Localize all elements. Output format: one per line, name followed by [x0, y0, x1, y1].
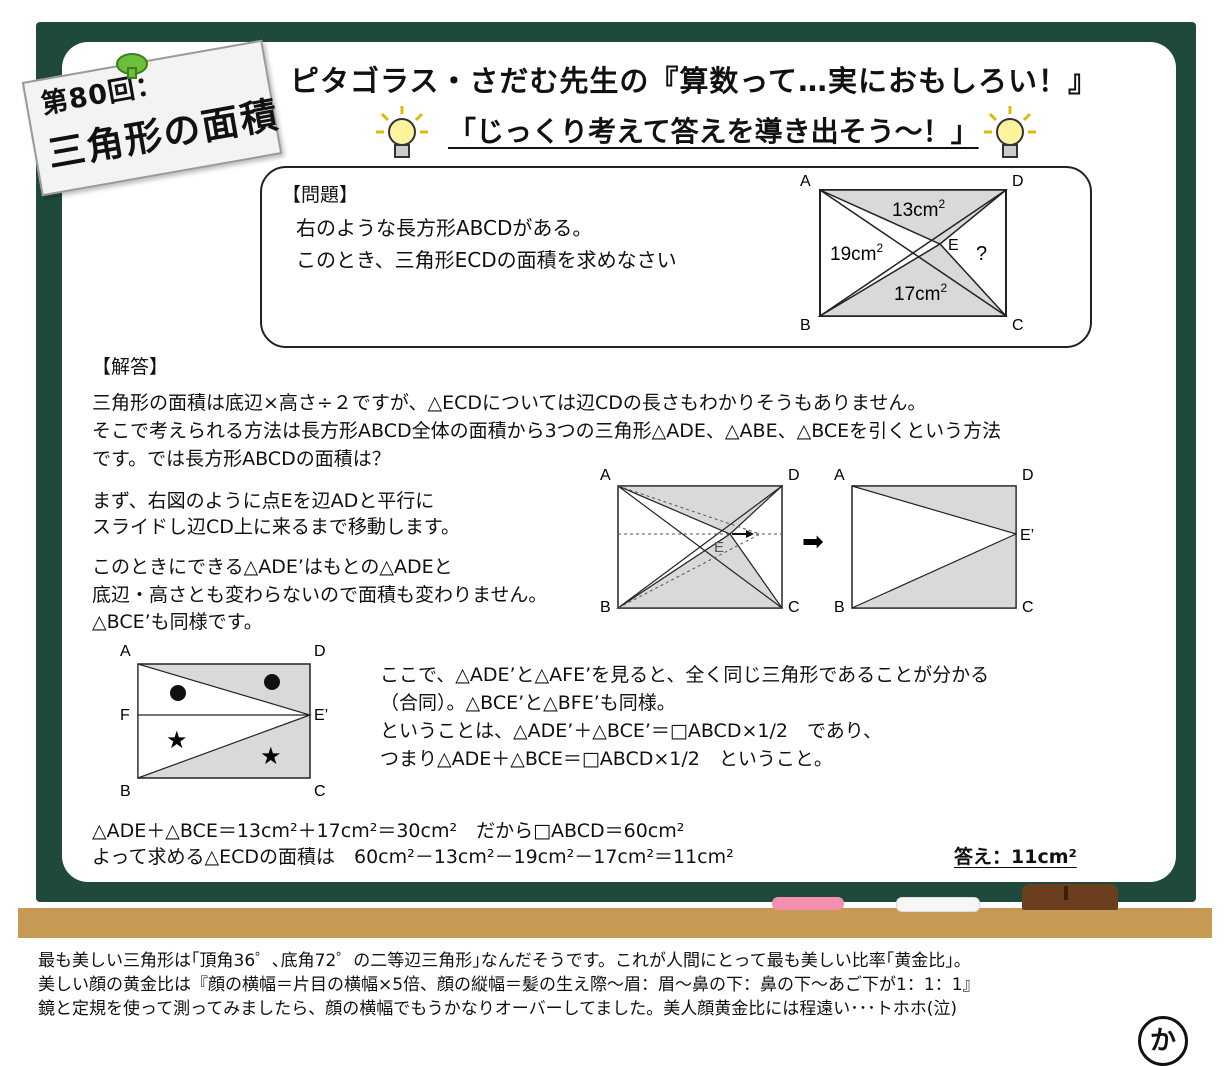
page-title: ピタゴラス・さだむ先生の『算数って…実におもしろい！』 [290, 64, 1098, 98]
fig2-label-e: E [714, 539, 724, 556]
area-bottom-label: 17cm2 [894, 281, 947, 305]
step1-line-b: スライドし辺CD上に来るまで移動します。 [92, 516, 460, 538]
vertex-e-label: E [948, 237, 959, 254]
step1-line-a: まず、右図のように点Eを辺ADと平行に [92, 490, 435, 512]
fig2-label-b: B [600, 599, 611, 616]
fig2b-label-e: E’ [1020, 527, 1034, 544]
white-chalk-icon [896, 897, 980, 912]
pushpin-icon [116, 53, 148, 79]
vertex-b-label: B [800, 317, 811, 334]
step3-line-c: ということは、△ADE’＋△BCE’＝□ABCD×1/2 であり、 [380, 720, 883, 742]
signature-badge: か [1138, 1016, 1188, 1066]
vertex-a-label: A [800, 173, 811, 190]
fig2-label-d: D [788, 467, 800, 484]
problem-text-2: このとき、三角形ECDの面積を求めなさい [296, 248, 677, 272]
arrow-right-icon: ➡ [802, 527, 824, 557]
page-subtitle: 「じっくり考えて答えを導き出そう～！」 [448, 115, 979, 148]
star-mark: ★ [166, 726, 188, 754]
slide-diagram: A D B C E ➡ A D B C E’ [600, 467, 1034, 616]
area-top-label: 13cm2 [892, 197, 945, 221]
step2-line-b: 底辺・高さとも変わらないので面積も変わりません。 [92, 584, 548, 606]
fig2-label-c: C [788, 599, 800, 616]
fig2b-label-a: A [834, 467, 845, 484]
fig2b-label-b: B [834, 599, 845, 616]
step3-line-a: ここで、△ADE’と△AFE’を見ると、全く同じ三角形であることが分かる [380, 664, 990, 686]
fig3-label-c: C [314, 783, 326, 800]
calculation-line-2: よって求める△ECDの面積は 60cm²－13cm²－19cm²－17cm²＝1… [92, 846, 734, 868]
step2-line-a: このときにできる△ADE’はもとの△ADEと [92, 556, 453, 578]
footer-line-1: 最も美しい三角形は｢頂角36゜､底角72゜の二等辺三角形｣なんだそうです。これが… [38, 951, 971, 971]
vertex-c-label: C [1012, 317, 1024, 334]
lightbulb-icon [376, 106, 428, 158]
fig3-label-b: B [120, 783, 131, 800]
step3-line-d: つまり△ADE＋△BCE＝□ABCD×1/2 ということ。 [380, 748, 833, 770]
bullet-mark [264, 674, 280, 690]
problem-text-1: 右のような長方形ABCDがある。 [296, 216, 593, 240]
problem-box [260, 166, 1092, 348]
fig2-label-a: A [600, 467, 611, 484]
fig2b-label-c: C [1022, 599, 1034, 616]
unknown-area-label: ? [976, 243, 987, 265]
area-left-label: 19cm2 [830, 241, 883, 265]
footer-line-3: 鏡と定規を使って測ってみましたら、顔の横幅でもうかなりオーバーしてました。美人顔… [38, 999, 958, 1019]
solution-intro-1: 三角形の面積は底辺×高さ÷２ですが、△ECDについては辺CDの長さもわかりそうも… [92, 392, 927, 414]
fig3-label-d: D [314, 643, 326, 660]
fig3-label-f: F [120, 707, 130, 724]
fig2b-label-d: D [1022, 467, 1034, 484]
solution-intro-3: です。では長方形ABCDの面積は？ [92, 448, 391, 470]
eraser-handle [1064, 886, 1068, 900]
solution-intro-2: そこで考えられる方法は長方形ABCD全体の面積から3つの三角形△ADE、△ABE… [92, 420, 1002, 442]
star-mark: ★ [260, 742, 282, 770]
chalk-ledge [18, 908, 1212, 938]
pink-chalk-icon [772, 897, 844, 910]
calculation-line-1: △ADE＋△BCE＝13cm²＋17cm²＝30cm² だから□ABCD＝60c… [92, 820, 685, 842]
fig3-label-e: E’ [314, 707, 328, 724]
problem-diagram: A D B C E 13cm2 19cm2 17cm2 ? [800, 173, 1024, 334]
vertex-d-label: D [1012, 173, 1024, 190]
congruence-diagram: ★ ★ A D F E’ B C [120, 643, 328, 800]
answer-label: 答え：11cm² [954, 846, 1077, 868]
fig3-label-a: A [120, 643, 131, 660]
step2-line-c: △BCE’も同様です。 [92, 611, 263, 633]
eraser-icon [1022, 884, 1118, 910]
bullet-mark [170, 685, 186, 701]
solution-label: 【解答】 [92, 356, 169, 378]
footer-line-2: 美しい顔の黄金比は『顔の横幅＝片目の横幅×5倍、顔の縦幅＝髪の生え際～眉：眉～鼻… [38, 975, 980, 995]
step3-line-b: （合同）。△BCE’と△BFE’も同様。 [380, 692, 676, 714]
lightbulb-icon [984, 106, 1036, 158]
problem-label: 【問題】 [282, 184, 359, 206]
